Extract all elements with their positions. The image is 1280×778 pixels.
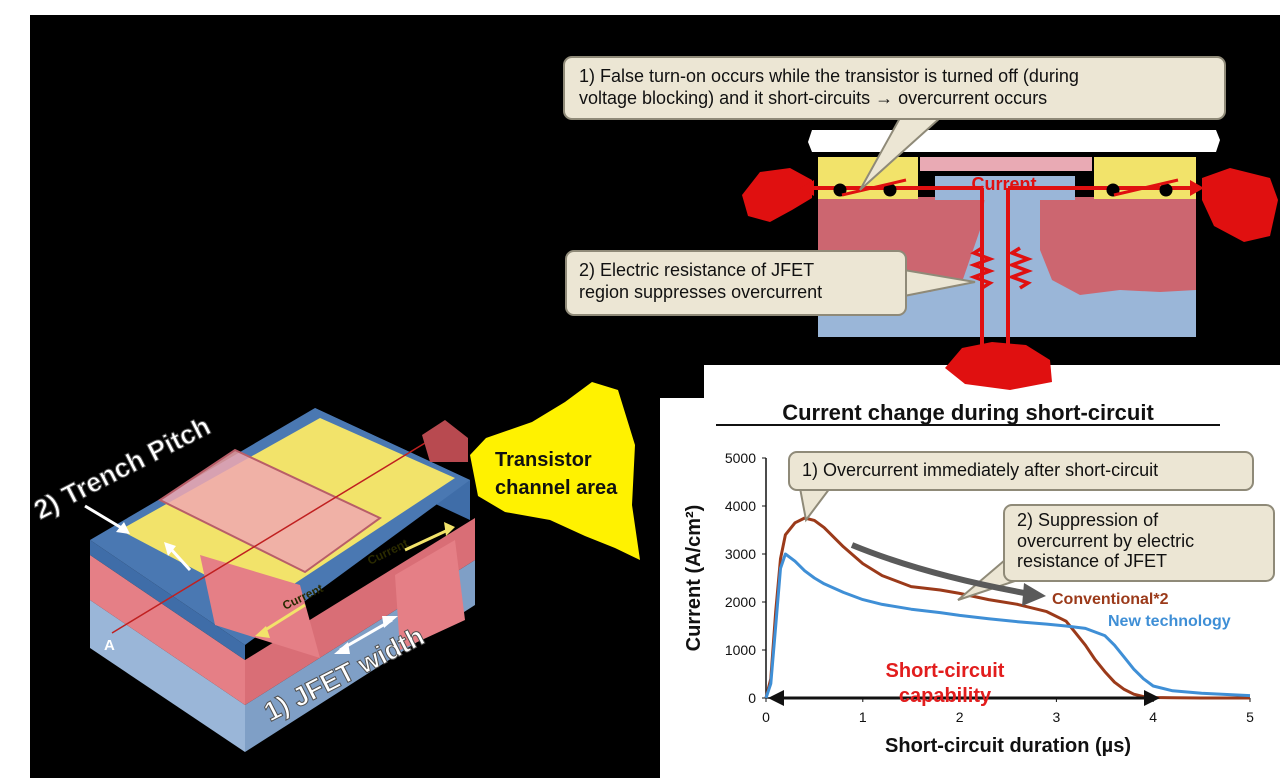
resistor-right-icon: [1007, 246, 1033, 290]
jfet-width-arrow: [339, 618, 393, 652]
mid-callout-line1: 2) Electric resistance of JFET: [579, 260, 815, 280]
top-callout-line1: 1) False turn-on occurs while the transi…: [579, 66, 1079, 86]
current-arrowhead-right: [1190, 180, 1204, 196]
channel-area-callout: [470, 382, 640, 560]
gate-terminal: [422, 420, 468, 462]
trench-pitch-arrow: [84, 504, 126, 532]
current-arrow-device-right: [404, 528, 449, 552]
y-tick-label: 2000: [725, 594, 756, 610]
gate-oxide: [920, 157, 1092, 171]
suppression-arrowhead: [1022, 583, 1046, 606]
p-well-right: [1040, 197, 1196, 295]
current-arrowhead-device-left: [164, 542, 176, 556]
graph-callout-1-tail: [798, 487, 832, 523]
top-callout: 1) False turn-on occurs while the transi…: [563, 56, 1226, 120]
graph-callout-1: 1) Overcurrent immediately after short-c…: [788, 451, 1254, 491]
x-tick-label: 1: [859, 709, 867, 725]
x-tick-label: 0: [762, 709, 770, 725]
graph-callout-1-text: 1) Overcurrent immediately after short-c…: [802, 460, 1159, 480]
series-line-new-technology: [764, 552, 1251, 699]
device-front-pink: [90, 555, 245, 705]
x-tick-label: 5: [1246, 709, 1254, 725]
corner-label-a: A: [104, 637, 115, 654]
device-section-line: [111, 439, 431, 634]
contact-dot-2: [883, 183, 897, 197]
series-label-new-technology: New technology: [1108, 613, 1231, 630]
device-trench-left: [200, 555, 320, 658]
drain-probe: [945, 342, 1052, 390]
mid-callout-line2: region suppresses overcurrent: [579, 281, 823, 302]
x-axis-title: Short-circuit duration (µs): [885, 735, 1131, 757]
switch-right: [1113, 178, 1179, 197]
channel-area-label-line2: channel area: [495, 477, 618, 499]
top-electrode: [808, 130, 1220, 152]
graph-callout-2-line2: overcurrent by electric: [1017, 530, 1195, 551]
x-tick-label: 3: [1053, 709, 1061, 725]
channel-area-label-line1: Transistor: [495, 449, 592, 471]
switch-left: [841, 178, 907, 197]
suppression-arrow: [850, 542, 1031, 597]
source-probe-right: [1202, 168, 1278, 242]
mid-callout: 2) Electric resistance of JFET region su…: [565, 250, 907, 316]
current-arrowhead-device-right: [444, 522, 455, 536]
top-callout-line2: voltage blocking) and it short-circuits …: [579, 87, 1048, 108]
x-tick-label: 2: [956, 709, 964, 725]
jfet-width-arrowhead-b: [382, 616, 398, 628]
series-line-conventional: [764, 516, 1250, 700]
graph-callout-2: 2) Suppression of overcurrent by electri…: [1003, 504, 1275, 582]
device-front-bottom: [90, 600, 245, 752]
current-arrowhead-device-bottom: [255, 626, 270, 638]
jfet-width-arrowhead-a: [334, 642, 350, 654]
capability-label-line2: capability: [899, 685, 992, 707]
y-axis-title: Current (A/cm²): [683, 505, 705, 652]
current-arrow-device-bottom: [261, 603, 306, 634]
y-tick-label: 0: [748, 690, 756, 706]
current-arrowhead-left: [800, 180, 814, 196]
graph-callout-2-line3: resistance of JFET: [1017, 551, 1168, 572]
device-gate-plate: [158, 448, 382, 574]
contact-dot-4: [1159, 183, 1173, 197]
graph-callout-2-line1: 2) Suppression of: [1017, 510, 1159, 530]
current-arrow-device-left: [168, 546, 192, 572]
series-label-conventional: Conventional*2: [1052, 591, 1169, 608]
capability-arrowhead-right: [1144, 690, 1160, 706]
source-probe-left: [742, 168, 812, 222]
capability-arrowhead-left: [768, 690, 784, 706]
trench-pitch-arrowhead: [116, 522, 130, 534]
capability-label-line1: Short-circuit: [886, 660, 1005, 682]
resistor-left-icon: [969, 246, 995, 290]
y-tick-label: 3000: [725, 546, 756, 562]
x-tick-label: 4: [1149, 709, 1157, 725]
chart-title: Current change during short-circuit: [782, 400, 1154, 425]
y-tick-label: 1000: [725, 642, 756, 658]
cross-section-current-label: Current: [971, 174, 1036, 194]
device-trench-right: [395, 540, 465, 650]
y-tick-label: 4000: [725, 498, 756, 514]
y-tick-label: 5000: [725, 450, 756, 466]
